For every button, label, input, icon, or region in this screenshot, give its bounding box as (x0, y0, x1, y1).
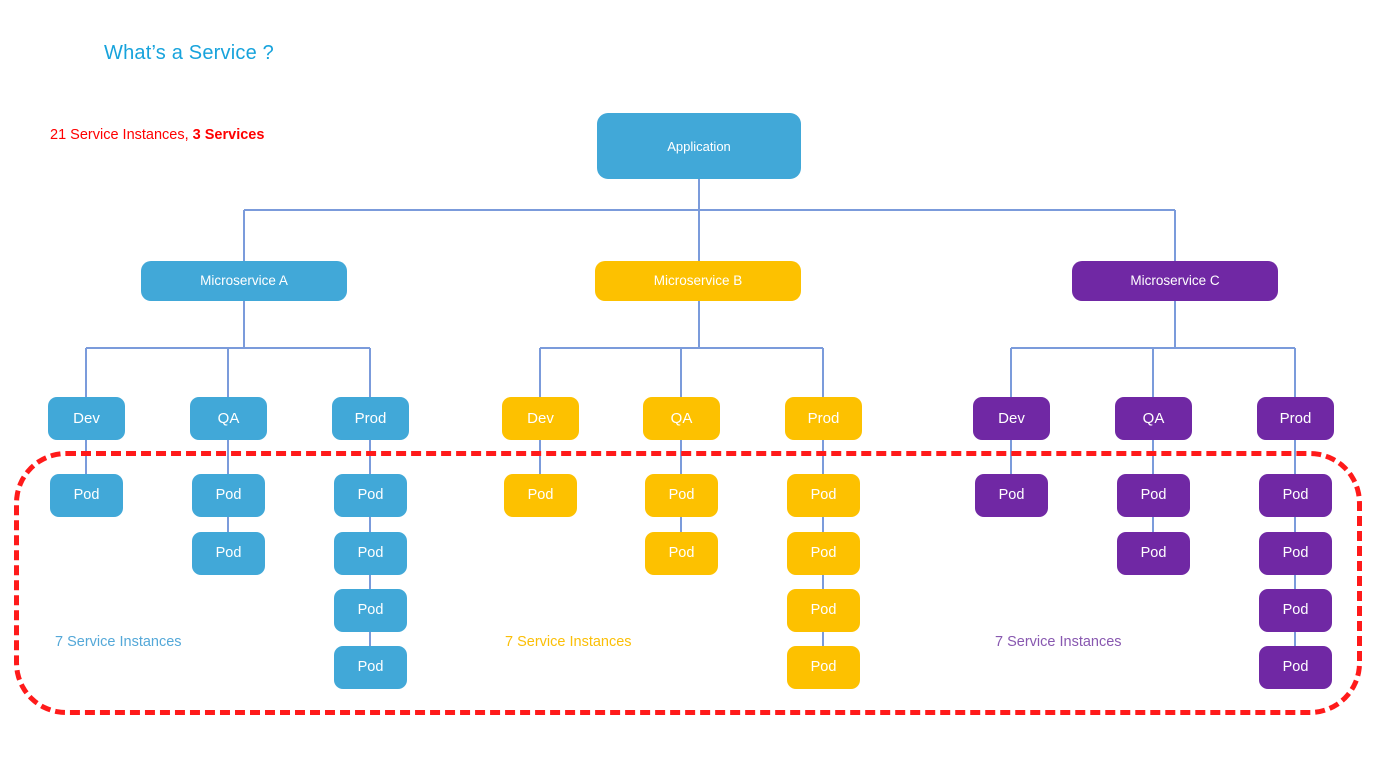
node-pod-a-qa-1[interactable]: Pod (192, 474, 265, 517)
node-microservice-c[interactable]: Microservice C (1072, 261, 1278, 301)
instances-label-b: 7 Service Instances (505, 634, 632, 650)
node-pod-b-dev-1[interactable]: Pod (504, 474, 577, 517)
node-pod-a-prod-2[interactable]: Pod (334, 532, 407, 575)
node-pod-c-prod-2[interactable]: Pod (1259, 532, 1332, 575)
node-env-a-prod[interactable]: Prod (332, 397, 409, 440)
node-pod-a-qa-2[interactable]: Pod (192, 532, 265, 575)
node-env-b-qa[interactable]: QA (643, 397, 720, 440)
node-pod-b-prod-4[interactable]: Pod (787, 646, 860, 689)
node-pod-b-qa-2[interactable]: Pod (645, 532, 718, 575)
node-pod-c-dev-1[interactable]: Pod (975, 474, 1048, 517)
node-pod-b-qa-1[interactable]: Pod (645, 474, 718, 517)
node-env-c-qa[interactable]: QA (1115, 397, 1192, 440)
node-application[interactable]: Application (597, 113, 801, 179)
node-env-b-prod[interactable]: Prod (785, 397, 862, 440)
node-pod-b-prod-2[interactable]: Pod (787, 532, 860, 575)
node-env-a-qa[interactable]: QA (190, 397, 267, 440)
instances-label-c: 7 Service Instances (995, 634, 1122, 650)
instances-label-a: 7 Service Instances (55, 634, 182, 650)
node-env-c-dev[interactable]: Dev (973, 397, 1050, 440)
node-pod-a-prod-3[interactable]: Pod (334, 589, 407, 632)
node-pod-c-qa-2[interactable]: Pod (1117, 532, 1190, 575)
node-pod-c-prod-3[interactable]: Pod (1259, 589, 1332, 632)
page-title: What’s a Service ? (104, 42, 274, 64)
instance-summary-prefix: 21 Service Instances, (50, 127, 193, 143)
node-pod-a-prod-4[interactable]: Pod (334, 646, 407, 689)
node-microservice-b[interactable]: Microservice B (595, 261, 801, 301)
node-microservice-a[interactable]: Microservice A (141, 261, 347, 301)
node-pod-b-prod-3[interactable]: Pod (787, 589, 860, 632)
instance-summary-strong: 3 Services (192, 127, 265, 143)
node-env-a-dev[interactable]: Dev (48, 397, 125, 440)
node-pod-c-prod-4[interactable]: Pod (1259, 646, 1332, 689)
node-env-b-dev[interactable]: Dev (502, 397, 579, 440)
node-pod-c-qa-1[interactable]: Pod (1117, 474, 1190, 517)
node-pod-a-dev-1[interactable]: Pod (50, 474, 123, 517)
node-pod-c-prod-1[interactable]: Pod (1259, 474, 1332, 517)
node-pod-b-prod-1[interactable]: Pod (787, 474, 860, 517)
node-env-c-prod[interactable]: Prod (1257, 397, 1334, 440)
instance-summary: 21 Service Instances, 3 Services (50, 127, 264, 143)
node-pod-a-prod-1[interactable]: Pod (334, 474, 407, 517)
